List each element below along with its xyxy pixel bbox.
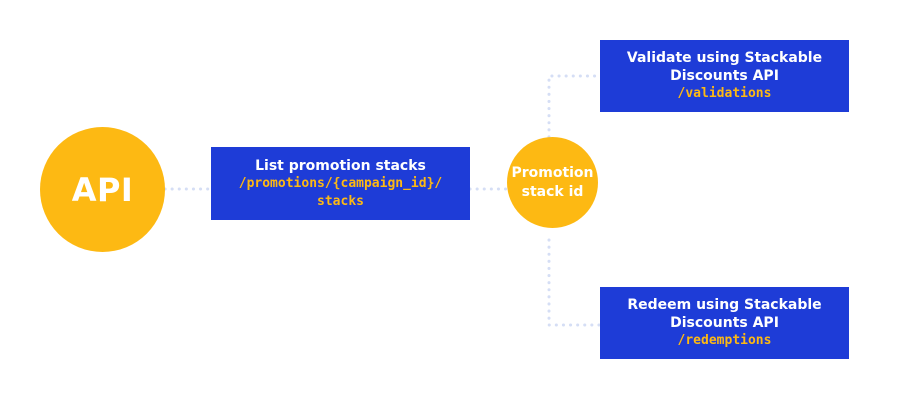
validate-box: Validate using Stackable Discounts API /… — [600, 40, 849, 112]
promotion-label-line2: stack id — [521, 183, 584, 200]
validate-path: /validations — [677, 86, 772, 101]
list-stacks-title: List promotion stacks — [255, 157, 426, 174]
api-node: API — [40, 127, 165, 252]
promotion-stack-id-node: Promotion stack id — [507, 137, 598, 228]
promotion-label-line1: Promotion — [511, 164, 594, 181]
validate-title-line1: Validate using Stackable — [626, 50, 823, 66]
list-stacks-path-line2: stacks — [317, 193, 364, 209]
validate-title-line2: Discounts API — [670, 68, 779, 84]
connector-promotion-to-redeem — [547, 238, 602, 327]
connector-promotion-to-validate — [547, 74, 602, 139]
redeem-title-line2: Discounts API — [670, 315, 779, 331]
list-promotion-stacks-box: List promotion stacks /promotions/{campa… — [211, 147, 470, 220]
list-stacks-path-line1: /promotions/{campaign_id}/ — [238, 175, 443, 191]
redeem-box: Redeem using Stackable Discounts API /re… — [600, 287, 849, 359]
redeem-path: /redemptions — [677, 333, 772, 348]
api-label: API — [71, 170, 134, 209]
redeem-title-line1: Redeem using Stackable — [627, 297, 822, 313]
